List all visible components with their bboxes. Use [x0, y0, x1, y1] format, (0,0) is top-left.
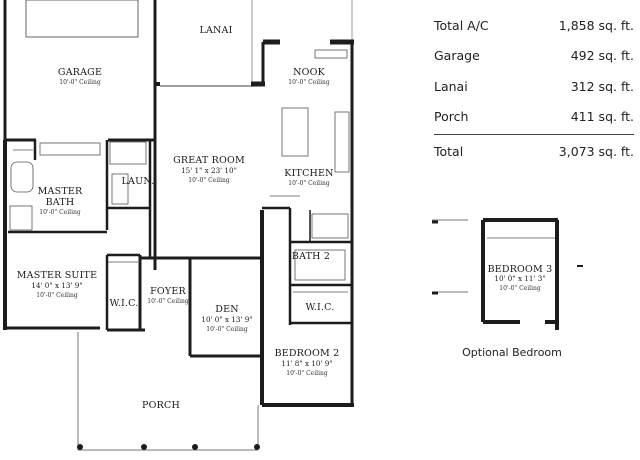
sqft-total-value: 3,073 sq. ft.	[558, 143, 634, 159]
porch	[77, 332, 260, 451]
sqft-row-total: Total 3,073 sq. ft.	[434, 137, 634, 165]
great-room-name: GREAT ROOM	[173, 155, 245, 166]
sqft-label: Total A/C	[434, 17, 489, 33]
sqft-total-label: Total	[434, 143, 464, 159]
master-suite-ceiling: 10'-0" Ceiling	[36, 292, 78, 299]
sqft-value: 492 sq. ft.	[570, 48, 634, 64]
bath2-name: BATH 2	[292, 251, 330, 262]
kitchen-name: KITCHEN	[284, 168, 333, 179]
bedroom3-dims: 10' 0" x 11' 3"	[494, 274, 545, 283]
master-bath-name-1: MASTER	[38, 186, 83, 197]
foyer-name: FOYER	[150, 286, 186, 297]
laundry-name: LAUN.	[122, 176, 155, 187]
sqft-label: Lanai	[434, 78, 468, 94]
sqft-row-porch: Porch 411 sq. ft.	[434, 102, 634, 133]
nook-name: NOOK	[293, 67, 325, 78]
sqft-label: Porch	[434, 109, 469, 125]
interior-walls	[8, 140, 352, 330]
den-name: DEN	[215, 304, 238, 315]
sqft-row-lanai: Lanai 312 sq. ft.	[434, 71, 634, 102]
master-bath-name-2: BATH	[46, 197, 75, 208]
bedroom3-name: BEDROOM 3	[488, 264, 553, 275]
bedroom2-name: BEDROOM 2	[275, 348, 340, 359]
sqft-value: 411 sq. ft.	[570, 109, 634, 125]
sqft-row-total-ac: Total A/C 1,858 sq. ft.	[434, 10, 634, 41]
kitchen-ceiling: 10'-0" Ceiling	[288, 180, 330, 187]
garage-name: GARAGE	[58, 67, 102, 78]
sqft-row-garage: Garage 492 sq. ft.	[434, 41, 634, 72]
great-room-ceiling: 10'-0" Ceiling	[188, 177, 230, 184]
total-divider	[434, 134, 634, 135]
sqft-label: Garage	[434, 48, 480, 64]
lanai-walls	[155, 0, 354, 87]
bedroom3-ceiling: 10'-0" Ceiling	[499, 285, 541, 292]
main-walls	[3, 42, 354, 407]
garage-ceiling: 10'-0" Ceiling	[59, 79, 101, 86]
den-ceiling: 10'-0" Ceiling	[206, 326, 248, 333]
square-footage-table: Total A/C 1,858 sq. ft. Garage 492 sq. f…	[434, 10, 634, 165]
optional-bedroom-caption: Optional Bedroom	[462, 346, 562, 359]
den-dims: 10' 0" x 13' 9"	[201, 315, 252, 324]
foyer-ceiling: 10'-0" Ceiling	[147, 298, 189, 305]
master-bath-ceiling: 10'-0" Ceiling	[39, 209, 81, 216]
sqft-value: 1,858 sq. ft.	[558, 17, 634, 33]
garage-walls	[3, 0, 157, 142]
master-suite-dims: 14' 0" x 13' 9"	[31, 281, 82, 290]
optional-bedroom-walls	[432, 218, 583, 330]
master-suite-name: MASTER SUITE	[17, 270, 97, 281]
nook-ceiling: 10'-0" Ceiling	[288, 79, 330, 86]
fixtures	[9, 49, 350, 293]
lanai-name: LANAI	[199, 25, 232, 36]
bedroom2-ceiling: 10'-0" Ceiling	[286, 370, 328, 377]
great-room-dims: 15' 1" x 23' 10"	[181, 166, 237, 175]
room-labels: GARAGE 10'-0" Ceiling LANAI NOOK 10'-0" …	[17, 25, 562, 411]
bedroom2-dims: 11' 8" x 10' 9"	[281, 359, 332, 368]
porch-name: PORCH	[142, 400, 180, 411]
wic-master-name: W.I.C.	[109, 298, 138, 309]
wic-bed2-name: W.I.C.	[305, 302, 334, 313]
sqft-value: 312 sq. ft.	[570, 78, 634, 94]
